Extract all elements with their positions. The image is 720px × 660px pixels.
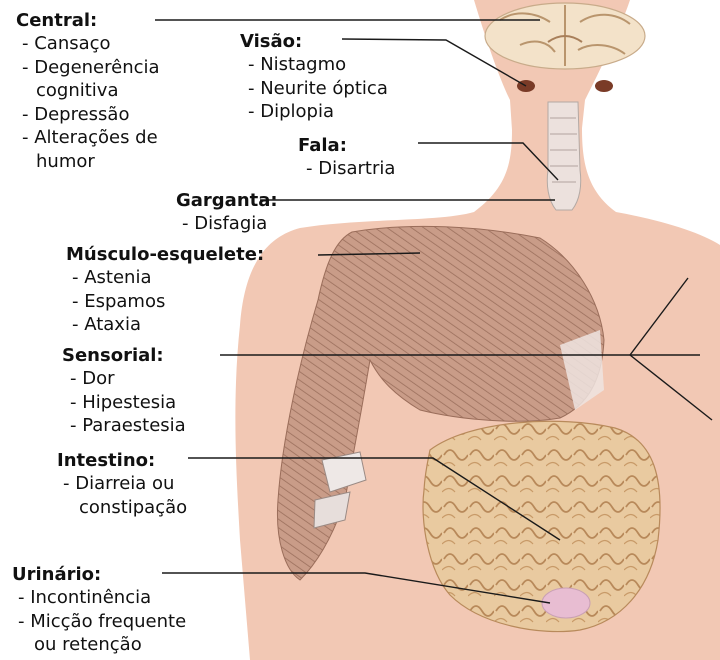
label-sensorial-item: - Dor: [62, 367, 186, 391]
label-musculo-title: Músculo-esquelete:: [66, 243, 264, 266]
label-central-item: - Cansaço: [16, 32, 160, 56]
label-garganta-item: - Disfagia: [176, 212, 278, 236]
label-musculo: Músculo-esquelete: - Astenia - Espamos -…: [66, 243, 264, 337]
label-sensorial: Sensorial: - Dor - Hipestesia - Paraeste…: [62, 344, 186, 438]
label-central-item: - Depressão: [16, 103, 160, 127]
label-intestino-item: - Diarreia ou: [57, 472, 187, 496]
label-central: Central: - Cansaço - Degenerência cognit…: [16, 9, 160, 173]
label-garganta-title: Garganta:: [176, 189, 278, 212]
label-central-title: Central:: [16, 9, 160, 32]
label-intestino-item: constipação: [57, 496, 187, 520]
label-visao-item: - Nistagmo: [240, 53, 388, 77]
label-garganta: Garganta: - Disfagia: [176, 189, 278, 236]
label-urinario-title: Urinário:: [12, 563, 186, 586]
label-urinario: Urinário: - Incontinência - Micção frequ…: [12, 563, 186, 657]
label-sensorial-item: - Paraestesia: [62, 414, 186, 438]
label-central-item: cognitiva: [16, 79, 160, 103]
label-musculo-item: - Ataxia: [66, 313, 264, 337]
label-intestino: Intestino: - Diarreia ou constipação: [57, 449, 187, 519]
larynx: [547, 102, 580, 210]
label-intestino-title: Intestino:: [57, 449, 187, 472]
label-musculo-item: - Astenia: [66, 266, 264, 290]
label-visao-item: - Neurite óptica: [240, 77, 388, 101]
label-fala-title: Fala:: [298, 134, 395, 157]
label-sensorial-item: - Hipestesia: [62, 391, 186, 415]
label-urinario-item: - Micção frequente: [12, 610, 186, 634]
label-central-item: - Degenerência: [16, 56, 160, 80]
label-sensorial-title: Sensorial:: [62, 344, 186, 367]
label-central-item: - Alterações de: [16, 126, 160, 150]
label-musculo-item: - Espamos: [66, 290, 264, 314]
label-fala-item: - Disartria: [298, 157, 395, 181]
label-urinario-item: ou retenção: [12, 633, 186, 657]
label-visao-item: - Diplopia: [240, 100, 388, 124]
label-visao: Visão: - Nistagmo - Neurite óptica - Dip…: [240, 30, 388, 124]
label-central-item: humor: [16, 150, 160, 174]
intestines: [423, 421, 660, 631]
label-urinario-item: - Incontinência: [12, 586, 186, 610]
label-visao-title: Visão:: [240, 30, 388, 53]
label-fala: Fala: - Disartria: [298, 134, 395, 181]
